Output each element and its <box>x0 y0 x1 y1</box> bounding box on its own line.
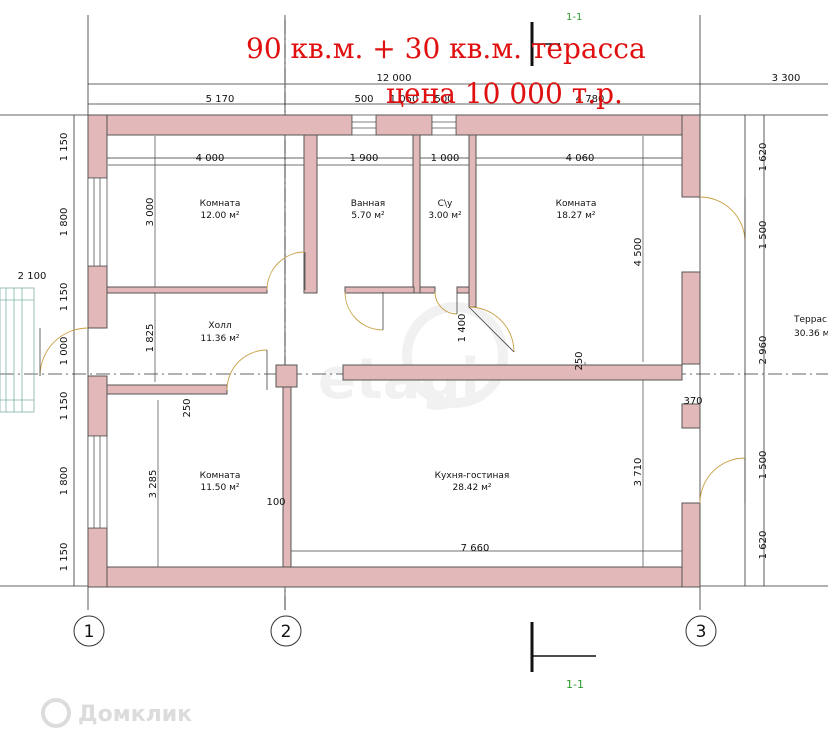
dim-wall-370: 370 <box>683 396 702 407</box>
axis-1-label: 1 <box>84 622 95 642</box>
dim-porch: 2 100 <box>18 271 47 282</box>
dim-hall-depth: 1 825 <box>145 324 156 353</box>
walls <box>87 114 701 588</box>
headline-price: цена 10 000 т.р. <box>386 77 623 110</box>
room3-name: Комната <box>556 199 597 209</box>
kitchen-area: 28.42 м² <box>452 483 491 493</box>
dim-right-1: 1 620 <box>758 143 769 172</box>
bath-area: 5.70 м² <box>351 211 385 221</box>
porch-steps <box>0 287 35 413</box>
axis-3-label: 3 <box>696 622 707 642</box>
dim-right-part: 4 780 <box>576 94 605 105</box>
domclick-logo: Домклик <box>41 698 192 728</box>
room2-area: 11.50 м² <box>200 483 239 493</box>
axis-2-label: 2 <box>281 622 292 642</box>
dim-right-4: 1 500 <box>758 451 769 480</box>
section-label-top: 1-1 <box>566 12 582 23</box>
dim-wc-width: 1 000 <box>431 153 460 164</box>
room1-area: 12.00 м² <box>200 211 239 221</box>
dim-room2-depth: 3 285 <box>148 470 159 499</box>
wc-name: С\у <box>438 199 453 209</box>
hall-name: Холл <box>208 321 231 331</box>
terrace-name: Террас <box>793 315 827 325</box>
wc-area: 3.00 м² <box>428 211 462 221</box>
dim-left-2: 1 800 <box>59 208 70 237</box>
inner-dimension-lines <box>108 136 683 567</box>
door-leaves <box>39 197 746 503</box>
dim-right-5: 1 620 <box>758 531 769 560</box>
terrace-area: 30.36 м <box>794 329 828 339</box>
dim-kitchen-depth: 3 710 <box>633 458 644 487</box>
section-marker-bottom <box>530 622 596 672</box>
room1-name: Комната <box>200 199 241 209</box>
dim-left-1: 1 150 <box>59 133 70 162</box>
dim-room3-width: 4 060 <box>566 153 595 164</box>
axis-markers: 1 2 3 <box>73 615 717 647</box>
dim-left-6: 1 800 <box>59 467 70 496</box>
dim-window-1: 500 <box>354 94 373 105</box>
kitchen-name: Кухня-гостиная <box>435 471 510 481</box>
dim-kitchen-width: 7 660 <box>461 543 490 554</box>
dim-room1-width: 4 000 <box>196 153 225 164</box>
room3-area: 18.27 м² <box>556 211 595 221</box>
dim-wc-door: 1 400 <box>457 314 468 343</box>
section-marker-top <box>530 22 560 66</box>
etagi-watermark: etagi <box>318 302 508 412</box>
dim-window-2: 500 <box>434 94 453 105</box>
dim-gap: 1 050 <box>390 94 419 105</box>
dim-room1-depth: 3 000 <box>145 198 156 227</box>
dim-left-3: 1 150 <box>59 283 70 312</box>
section-label-bottom: 1-1 <box>566 678 584 691</box>
dim-room3-depth: 4 500 <box>633 238 644 267</box>
doors <box>39 196 746 504</box>
dim-right-3: 2 960 <box>758 336 769 365</box>
dim-overall: 12 000 <box>377 73 412 84</box>
dim-wall-250-b: 250 <box>574 351 585 370</box>
windows <box>87 114 457 529</box>
hall-area: 11.36 м² <box>200 334 239 344</box>
bath-name: Ванная <box>351 199 385 209</box>
dim-right-2: 1 500 <box>758 221 769 250</box>
room2-name: Комната <box>200 471 241 481</box>
headline-area: 90 кв.м. + 30 кв.м. терасса <box>246 32 646 65</box>
domclick-logo-text: Домклик <box>78 702 192 727</box>
dim-left-part: 5 170 <box>206 94 235 105</box>
dim-left-7: 1 150 <box>59 543 70 572</box>
dim-wall-100: 100 <box>266 497 285 508</box>
dim-left-5: 1 150 <box>59 392 70 421</box>
dim-terrace-width: 3 300 <box>772 73 801 84</box>
dim-wall-250-a: 250 <box>182 398 193 417</box>
dim-left-4: 1 000 <box>59 337 70 366</box>
dim-bath-width: 1 900 <box>350 153 379 164</box>
